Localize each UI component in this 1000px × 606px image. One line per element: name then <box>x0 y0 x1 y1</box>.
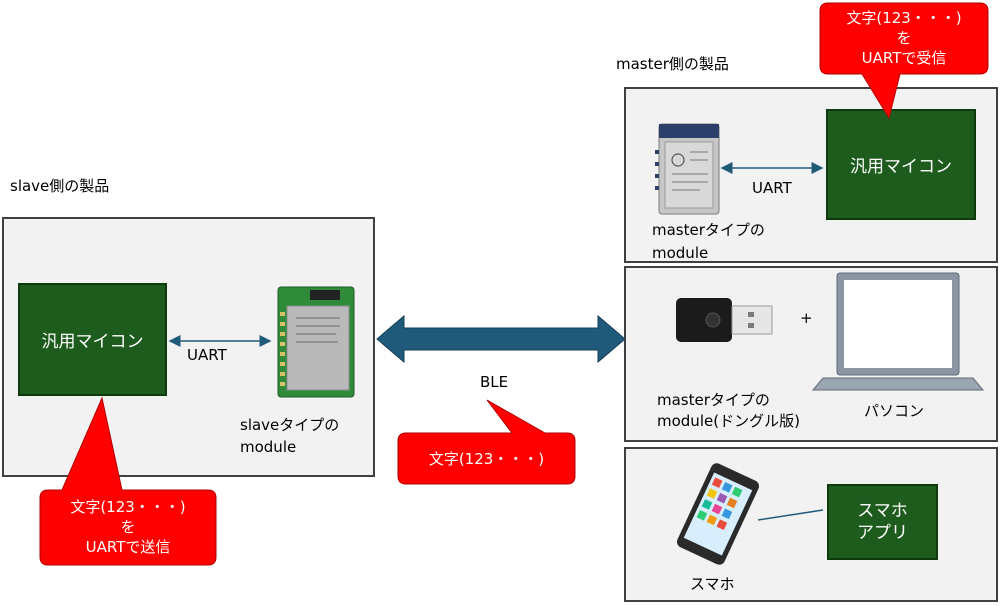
master-callout-line2: を <box>896 29 912 47</box>
slave-callout-text: 文字(123・・・) を UARTで送信 <box>40 497 216 557</box>
dongle-label-line2: module(ドングル版) <box>657 412 800 430</box>
master-callout-line3: UARTで受信 <box>861 49 947 67</box>
laptop-icon <box>811 272 985 391</box>
ble-callout-text: 文字(123・・・) <box>428 450 545 468</box>
phone-connector-line <box>757 509 824 521</box>
pc-label: パソコン <box>864 402 925 420</box>
slave-module-icon <box>277 286 355 398</box>
phone-app-label-line1: スマホ <box>857 501 908 521</box>
master-callout-bubble <box>819 2 989 120</box>
slave-mcu-box: 汎用マイコン <box>18 283 167 396</box>
master-section-title: master側の製品 <box>616 55 729 73</box>
phone-label: スマホ <box>690 575 735 593</box>
smartphone-icon <box>676 463 760 565</box>
slave-callout-line3: UARTで送信 <box>85 538 171 556</box>
master-mcu-label: 汎用マイコン <box>850 157 952 177</box>
ble-callout-bubble <box>397 399 576 485</box>
master-callout-text: 文字(123・・・) を UARTで受信 <box>820 8 988 68</box>
dongle-label-line1: masterタイプの <box>657 391 770 409</box>
usb-dongle-icon <box>676 298 773 342</box>
ble-label: BLE <box>480 373 509 391</box>
master-module-label-line2: module <box>652 244 709 262</box>
slave-uart-label: UART <box>187 346 227 364</box>
slave-module-label-line1: slaveタイプの <box>240 416 340 434</box>
master-module-label-line1: masterタイプの <box>652 221 765 239</box>
master-mcu-box: 汎用マイコン <box>826 109 976 220</box>
phone-app-label-line2: アプリ <box>857 523 908 543</box>
slave-module-label-line2: module <box>240 438 297 456</box>
slave-section-title: slave側の製品 <box>10 177 110 195</box>
ble-double-arrow <box>376 314 626 364</box>
master-uart-label: UART <box>752 179 792 197</box>
slave-callout-bubble <box>39 396 217 566</box>
slave-callout-line2: を <box>120 518 136 536</box>
phone-app-box: スマホ アプリ <box>827 484 938 560</box>
slave-callout-line1: 文字(123・・・) <box>70 498 186 516</box>
master-module-icon <box>655 123 720 215</box>
slave-mcu-label: 汎用マイコン <box>41 332 144 352</box>
plus-sign: + <box>800 309 813 327</box>
master-callout-line1: 文字(123・・・) <box>846 9 962 27</box>
